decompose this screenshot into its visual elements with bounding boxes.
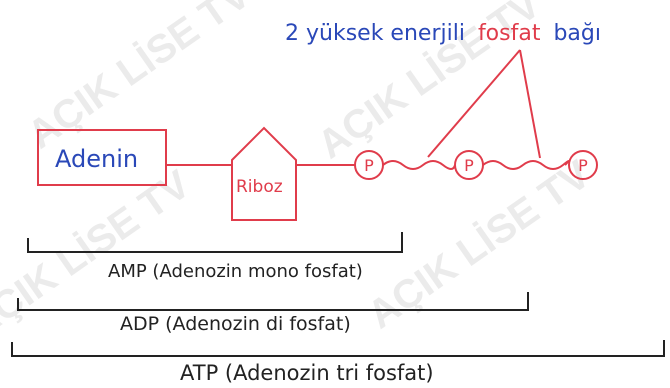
- atp-bracket: [11, 340, 665, 357]
- heading-blue-part: 2 yüksek enerjili: [285, 21, 465, 46]
- ribose-shape: [231, 126, 297, 221]
- ribose-label: Riboz: [236, 177, 283, 197]
- amp-bracket: [27, 232, 403, 253]
- phosphate-label-1: P: [364, 156, 374, 175]
- phosphate-label-2: P: [464, 156, 474, 175]
- watermark-text: AÇIK LİSE TV: [20, 0, 258, 157]
- amp-label: AMP (Adenozin mono fosfat): [108, 261, 363, 282]
- adp-bracket: [17, 292, 529, 311]
- adp-label: ADP (Adenozin di fosfat): [120, 313, 351, 335]
- phosphate-circle-3: [568, 150, 598, 180]
- atp-label: ATP (Adenozin tri fosfat): [180, 361, 434, 385]
- heading-text: 2 yüksek enerjili fosfat bağı: [285, 21, 601, 46]
- watermark-layer: AÇIK LİSE TV AÇIK LİSE TV AÇIK LİSE TV A…: [0, 0, 598, 347]
- heading-red-part: fosfat: [478, 21, 541, 46]
- pointer-line-1: [427, 49, 521, 158]
- high-energy-bond-2: [482, 160, 570, 170]
- bond-pointer-lines: [427, 49, 541, 159]
- pointer-line-2: [519, 49, 541, 159]
- high-energy-bond-1: [382, 160, 456, 170]
- phosphate-label-3: P: [578, 156, 588, 175]
- adenine-label: Adenin: [55, 145, 138, 173]
- heading-blue-end: bağı: [553, 21, 601, 46]
- adenine-box: [37, 129, 167, 186]
